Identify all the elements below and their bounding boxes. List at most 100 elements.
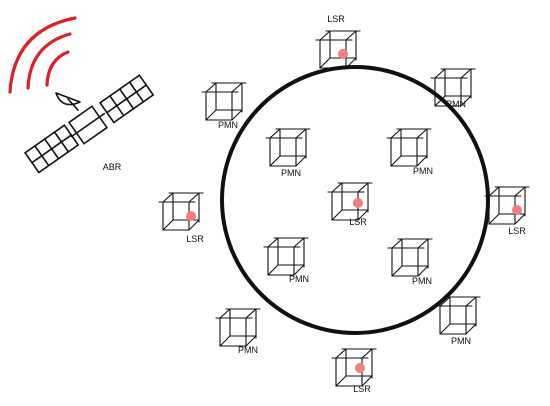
pmn-inner-bottom-right-label: PMN — [412, 276, 432, 286]
lsr-left-dot — [186, 211, 196, 221]
pmn-inner-left-label: PMN — [281, 168, 301, 178]
pmn-bottom-right: PMN — [435, 296, 481, 346]
router-icon — [387, 238, 433, 277]
cube-edge — [417, 238, 429, 249]
cube-edge — [361, 348, 373, 359]
cube-edge — [245, 308, 257, 319]
cube-edge — [245, 335, 257, 347]
cube-edge — [295, 155, 307, 167]
pmn-top-left-label: PMN — [218, 120, 238, 130]
cube-edge — [219, 308, 231, 319]
lsr-right: LSR — [484, 186, 530, 236]
router-icon — [315, 30, 361, 69]
router-icon — [215, 308, 261, 347]
cube-edge — [357, 209, 369, 221]
pmn-top-right-label: PMN — [446, 99, 466, 109]
router-icon — [201, 82, 247, 121]
cube-edge — [335, 375, 347, 387]
cube-edge — [162, 192, 174, 203]
pmn-inner-right-label: PMN — [413, 166, 433, 176]
cube-edge — [417, 265, 429, 277]
cube-edge — [205, 109, 217, 121]
pmn-inner-right: PMN — [386, 128, 433, 176]
pmn-top-right: PMN — [430, 68, 476, 109]
cube-edge — [188, 192, 200, 203]
lsr-right-dot — [512, 205, 522, 215]
lsr-bottom-label: LSR — [353, 384, 371, 394]
lsr-top-label: LSR — [327, 14, 345, 24]
satellite-icon — [23, 74, 155, 174]
router-icon — [430, 68, 476, 107]
cube-edge — [488, 213, 500, 225]
router-icon — [327, 182, 373, 221]
router-icon — [386, 128, 432, 167]
cube-edge — [391, 238, 403, 249]
cube-edge — [335, 348, 347, 359]
cube-edge — [267, 237, 279, 248]
signal-waves-icon — [8, 16, 77, 94]
cube-edge — [345, 57, 357, 69]
lsr-bottom-dot — [355, 363, 365, 373]
cube-edge — [361, 375, 373, 387]
router-icon — [435, 296, 481, 335]
signal-arc-inner — [45, 50, 70, 87]
cube-edge — [269, 155, 281, 167]
cube-edge — [231, 82, 243, 93]
cube-edge — [188, 219, 200, 231]
lsr-left-label: LSR — [186, 234, 204, 244]
lsr-center: LSR — [327, 182, 373, 227]
cube-edge — [293, 237, 305, 248]
lsr-left: LSR — [158, 192, 204, 244]
cube-edge — [390, 128, 402, 139]
signal-arc-outer — [8, 16, 77, 94]
cube-edge — [319, 30, 331, 41]
cube-edge — [219, 335, 231, 347]
cube-edge — [439, 323, 451, 335]
lsr-center-label: LSR — [349, 217, 367, 227]
cube-edge — [460, 95, 472, 107]
cube-edge — [331, 182, 343, 193]
satellite-body — [67, 105, 109, 145]
cube-edge — [357, 182, 369, 193]
cube-edge — [465, 296, 477, 307]
cube-edge — [391, 265, 403, 277]
satellite-label: ABR — [103, 162, 122, 172]
lsr-right-label: LSR — [508, 226, 526, 236]
pmn-bottom-right-label: PMN — [451, 336, 471, 346]
cube-edge — [231, 109, 243, 121]
pmn-top-left: PMN — [201, 82, 247, 130]
cube-edge — [439, 296, 451, 307]
pmn-bottom-left-label: PMN — [238, 345, 258, 355]
router-icon — [263, 237, 309, 276]
cube-edge — [205, 82, 217, 93]
left-solar-panel — [23, 124, 80, 174]
lsr-top: LSR — [315, 14, 361, 69]
cube-edge — [293, 264, 305, 276]
cube-edge — [267, 264, 279, 276]
cube-edge — [434, 95, 446, 107]
router-icon — [331, 348, 377, 387]
cube-edge — [319, 57, 331, 69]
router-icon — [484, 186, 530, 225]
signal-arc-middle — [26, 32, 72, 90]
cube-edge — [514, 213, 526, 225]
pmn-inner-bottom-right: PMN — [387, 238, 433, 286]
cube-edge — [345, 30, 357, 41]
pmn-inner-bottom-left: PMN — [263, 237, 309, 284]
router-icon — [265, 128, 311, 167]
router-icon — [158, 192, 204, 231]
pmn-bottom-left: PMN — [215, 308, 261, 355]
cube-edge — [269, 128, 281, 139]
cube-edge — [416, 128, 428, 139]
right-solar-panel — [98, 74, 155, 124]
cube-edge — [514, 186, 526, 197]
cube-edge — [331, 209, 343, 221]
lsr-center-dot — [353, 198, 363, 208]
pmn-inner-left: PMN — [265, 128, 311, 178]
pmn-inner-bottom-left-label: PMN — [289, 274, 309, 284]
cube-edge — [488, 186, 500, 197]
cube-edge — [460, 68, 472, 79]
cube-edge — [434, 68, 446, 79]
lsr-top-dot — [338, 49, 348, 59]
